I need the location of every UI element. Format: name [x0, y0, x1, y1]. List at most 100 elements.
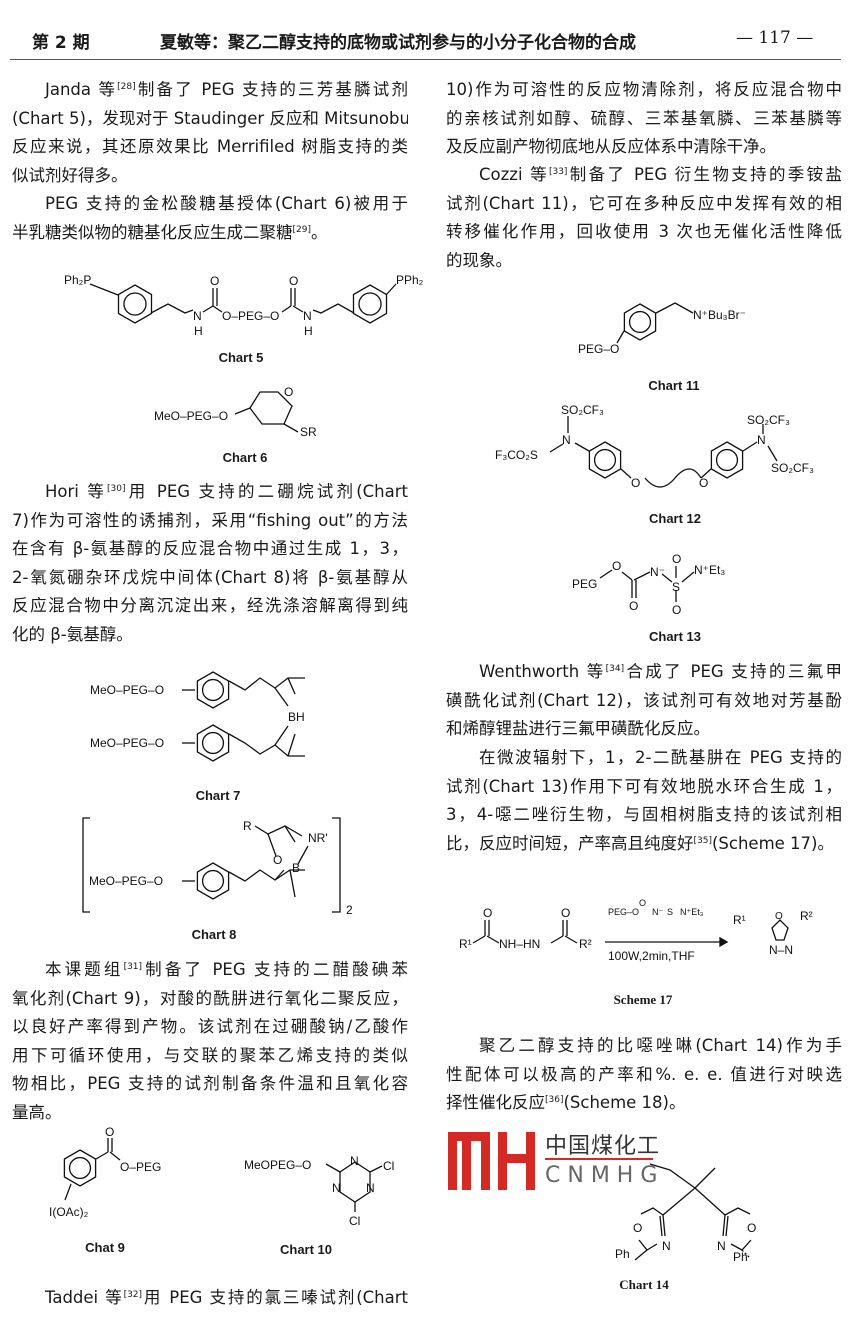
structure-label: O	[105, 1125, 114, 1139]
structure-label: R²	[800, 909, 813, 923]
chart13-caption: Chart 13	[648, 629, 702, 644]
text-line: 似试剂好得多。	[12, 162, 408, 191]
aromatic-circle	[201, 678, 225, 702]
benzene-ring	[710, 441, 744, 479]
citation-ref: [36]	[545, 1095, 564, 1105]
text-segment: 合成了 PEG 支持的三氟甲	[624, 662, 842, 681]
structure-label: SR	[300, 425, 317, 439]
issue-number: 第 2 期	[32, 33, 90, 53]
structure-label: MeO–PEG–O	[89, 874, 163, 888]
text-line: 3，4-噁二唑衍生物，与固相树脂支持的该试剂相	[446, 801, 842, 830]
structure-label: R²	[579, 937, 592, 951]
text-line: 本课题组[31]制备了 PEG 支持的二醋酸碘苯	[12, 956, 408, 985]
text-line: Taddei 等[32]用 PEG 支持的氯三嗪试剂(Chart	[12, 1284, 408, 1313]
benzene-ring	[117, 284, 153, 324]
structure-label: R¹	[733, 913, 746, 927]
text-segment: 磺酰化试剂(Chart 12)，该试剂可有效地对芳基酚	[446, 690, 842, 710]
structure-label: N⁻	[652, 907, 663, 917]
aromatic-circle	[358, 292, 382, 316]
text-segment: 以良好产率得到产物。该试剂在过硼酸钠/乙酸作	[12, 1017, 408, 1036]
structure-label: NR'	[308, 831, 328, 845]
text-line: 在微波辐射下，1，2-二酰基肼在 PEG 支持的	[446, 744, 842, 773]
text-segment: PEG 支持的金松酸糖基授体(Chart 6)被用于	[45, 194, 408, 213]
structure-label: 2	[346, 903, 353, 917]
text-line: 10)作为可溶性的反应物清除剂，将反应混合物中	[446, 76, 842, 105]
text-segment: 及反应副产物彻底地从反应体系中清除干净。	[446, 137, 776, 156]
structure-label: N	[193, 309, 202, 323]
text-segment: 7)作为可溶性的诱捕剂，采用“fishing out”的方法	[12, 510, 408, 530]
benzene-ring	[196, 862, 230, 900]
structure-label: O	[775, 911, 783, 922]
structure-label: O	[210, 274, 219, 288]
text-segment: 半乳糖类似物的糖基化反应生成二聚糖	[12, 222, 293, 242]
benzene-ring-group	[196, 724, 230, 762]
benzene-ring-group	[352, 284, 388, 324]
text-segment: 聚乙二醇支持的比噁唑啉(Chart 14)作为手	[479, 1036, 842, 1055]
structure-label: R¹	[459, 937, 472, 951]
structure-label: H	[194, 324, 203, 338]
chart10-caption: Chart 10	[279, 1242, 333, 1257]
structure-label: N	[757, 433, 766, 447]
citation-ref: [31]	[123, 962, 143, 972]
aromatic-circle	[715, 448, 739, 472]
text-line: 化的 β-氨基醇。	[12, 621, 408, 650]
text-segment: 。	[310, 222, 328, 242]
text-segment: 用下可循环使用，与交联的聚苯乙烯支持的类似	[12, 1045, 408, 1065]
structure-label: BH	[288, 710, 305, 724]
structure-label: N	[303, 309, 312, 323]
paragraph-wenthworth: Wenthworth 等[34]合成了 PEG 支持的三氟甲磺酰化试剂(Char…	[446, 658, 842, 744]
paragraph-taddei: Taddei 等[32]用 PEG 支持的氯三嗪试剂(Chart	[12, 1284, 408, 1313]
text-segment: 在含有 β-氨基醇的反应混合物中通过生成 1，3，	[12, 539, 408, 558]
structure-label: N⁺Bu₃Br⁻	[693, 308, 746, 322]
text-line: 试剂(Chart 13)作用下可有效地脱水环合生成 1，	[446, 773, 842, 802]
benzene-ring	[588, 441, 622, 479]
chart8-structure: RNR' OB MeO–PEG–O2	[82, 817, 353, 917]
text-segment: 本课题组	[45, 960, 124, 979]
structure-label: O	[633, 1221, 642, 1235]
text-line: 转移催化作用，回收使用 3 次也无催化活性降低	[446, 218, 842, 247]
paragraph-continued: 10)作为可溶性的反应物清除剂，将反应混合物中的亲核试剂如醇、硫醇、三苯基氧膦、…	[446, 76, 842, 162]
paragraph-group: 本课题组[31]制备了 PEG 支持的二醋酸碘苯氧化剂(Chart 9)，对酸的…	[12, 956, 408, 1127]
structure-label: O	[699, 476, 708, 490]
paragraph-janda: Janda 等[28]制备了 PEG 支持的三芳基膦试剂(Chart 5)，发现…	[12, 76, 408, 190]
text-segment: 性配体可以极高的产率和%. e. e. 值进行对映选	[446, 1064, 842, 1084]
text-line: 试剂(Chart 11)，它可在多种反应中发挥有效的相	[446, 190, 842, 219]
structure-label: F₃CO₂S	[495, 448, 538, 462]
chart7-caption: Chart 7	[195, 788, 241, 803]
text-segment: 反应来说，其还原效果比 Merrifiled 树脂支持的类	[12, 137, 408, 156]
structure-label: N⁻	[650, 565, 665, 579]
text-line: 反应混合物中分离沉淀出来，经洗涤溶解离得到纯	[12, 592, 408, 621]
structure-label: O	[672, 552, 681, 566]
text-line: 以良好产率得到产物。该试剂在过硼酸钠/乙酸作	[12, 1013, 408, 1042]
text-line: Cozzi 等[33]制备了 PEG 衍生物支持的季铵盐	[446, 161, 842, 190]
text-line: 的现象。	[446, 247, 842, 276]
structure-label: N	[662, 1239, 671, 1253]
structure-label: Cl	[349, 1214, 360, 1228]
structure-label: PEG–O	[608, 907, 639, 917]
structure-label: PPh₂	[396, 273, 424, 287]
citation-ref: [32]	[123, 1290, 143, 1300]
structure-label: MeO–PEG–O	[90, 683, 164, 697]
text-line: 7)作为可溶性的诱捕剂，采用“fishing out”的方法	[12, 507, 408, 536]
text-segment: 的现象。	[446, 250, 512, 270]
citation-ref: [30]	[107, 484, 126, 494]
text-segment: Janda 等	[45, 80, 118, 99]
paragraph-peg-glycosyl: PEG 支持的金松酸糖基授体(Chart 6)被用于半乳糖类似物的糖基化反应生成…	[12, 190, 408, 247]
structure-label: O	[629, 599, 638, 613]
chart12-caption: Chart 12	[648, 511, 702, 526]
structure-label: N	[350, 1154, 359, 1168]
text-segment: 比，反应时间短，产率高且纯度好	[446, 833, 694, 853]
structure-label: S	[667, 907, 673, 917]
text-line: 在含有 β-氨基醇的反应混合物中通过生成 1，3，	[12, 535, 408, 564]
structure-label: PEG–O	[578, 342, 619, 356]
chart6-caption: Chart 6	[222, 450, 268, 465]
text-segment: 转移催化作用，回收使用 3 次也无催化活性降低	[446, 222, 842, 241]
structure-label: SO₂CF₃	[561, 403, 604, 417]
text-segment: (Chart 5)，发现对于 Staudinger 反应和 Mitsunobu	[12, 108, 408, 128]
